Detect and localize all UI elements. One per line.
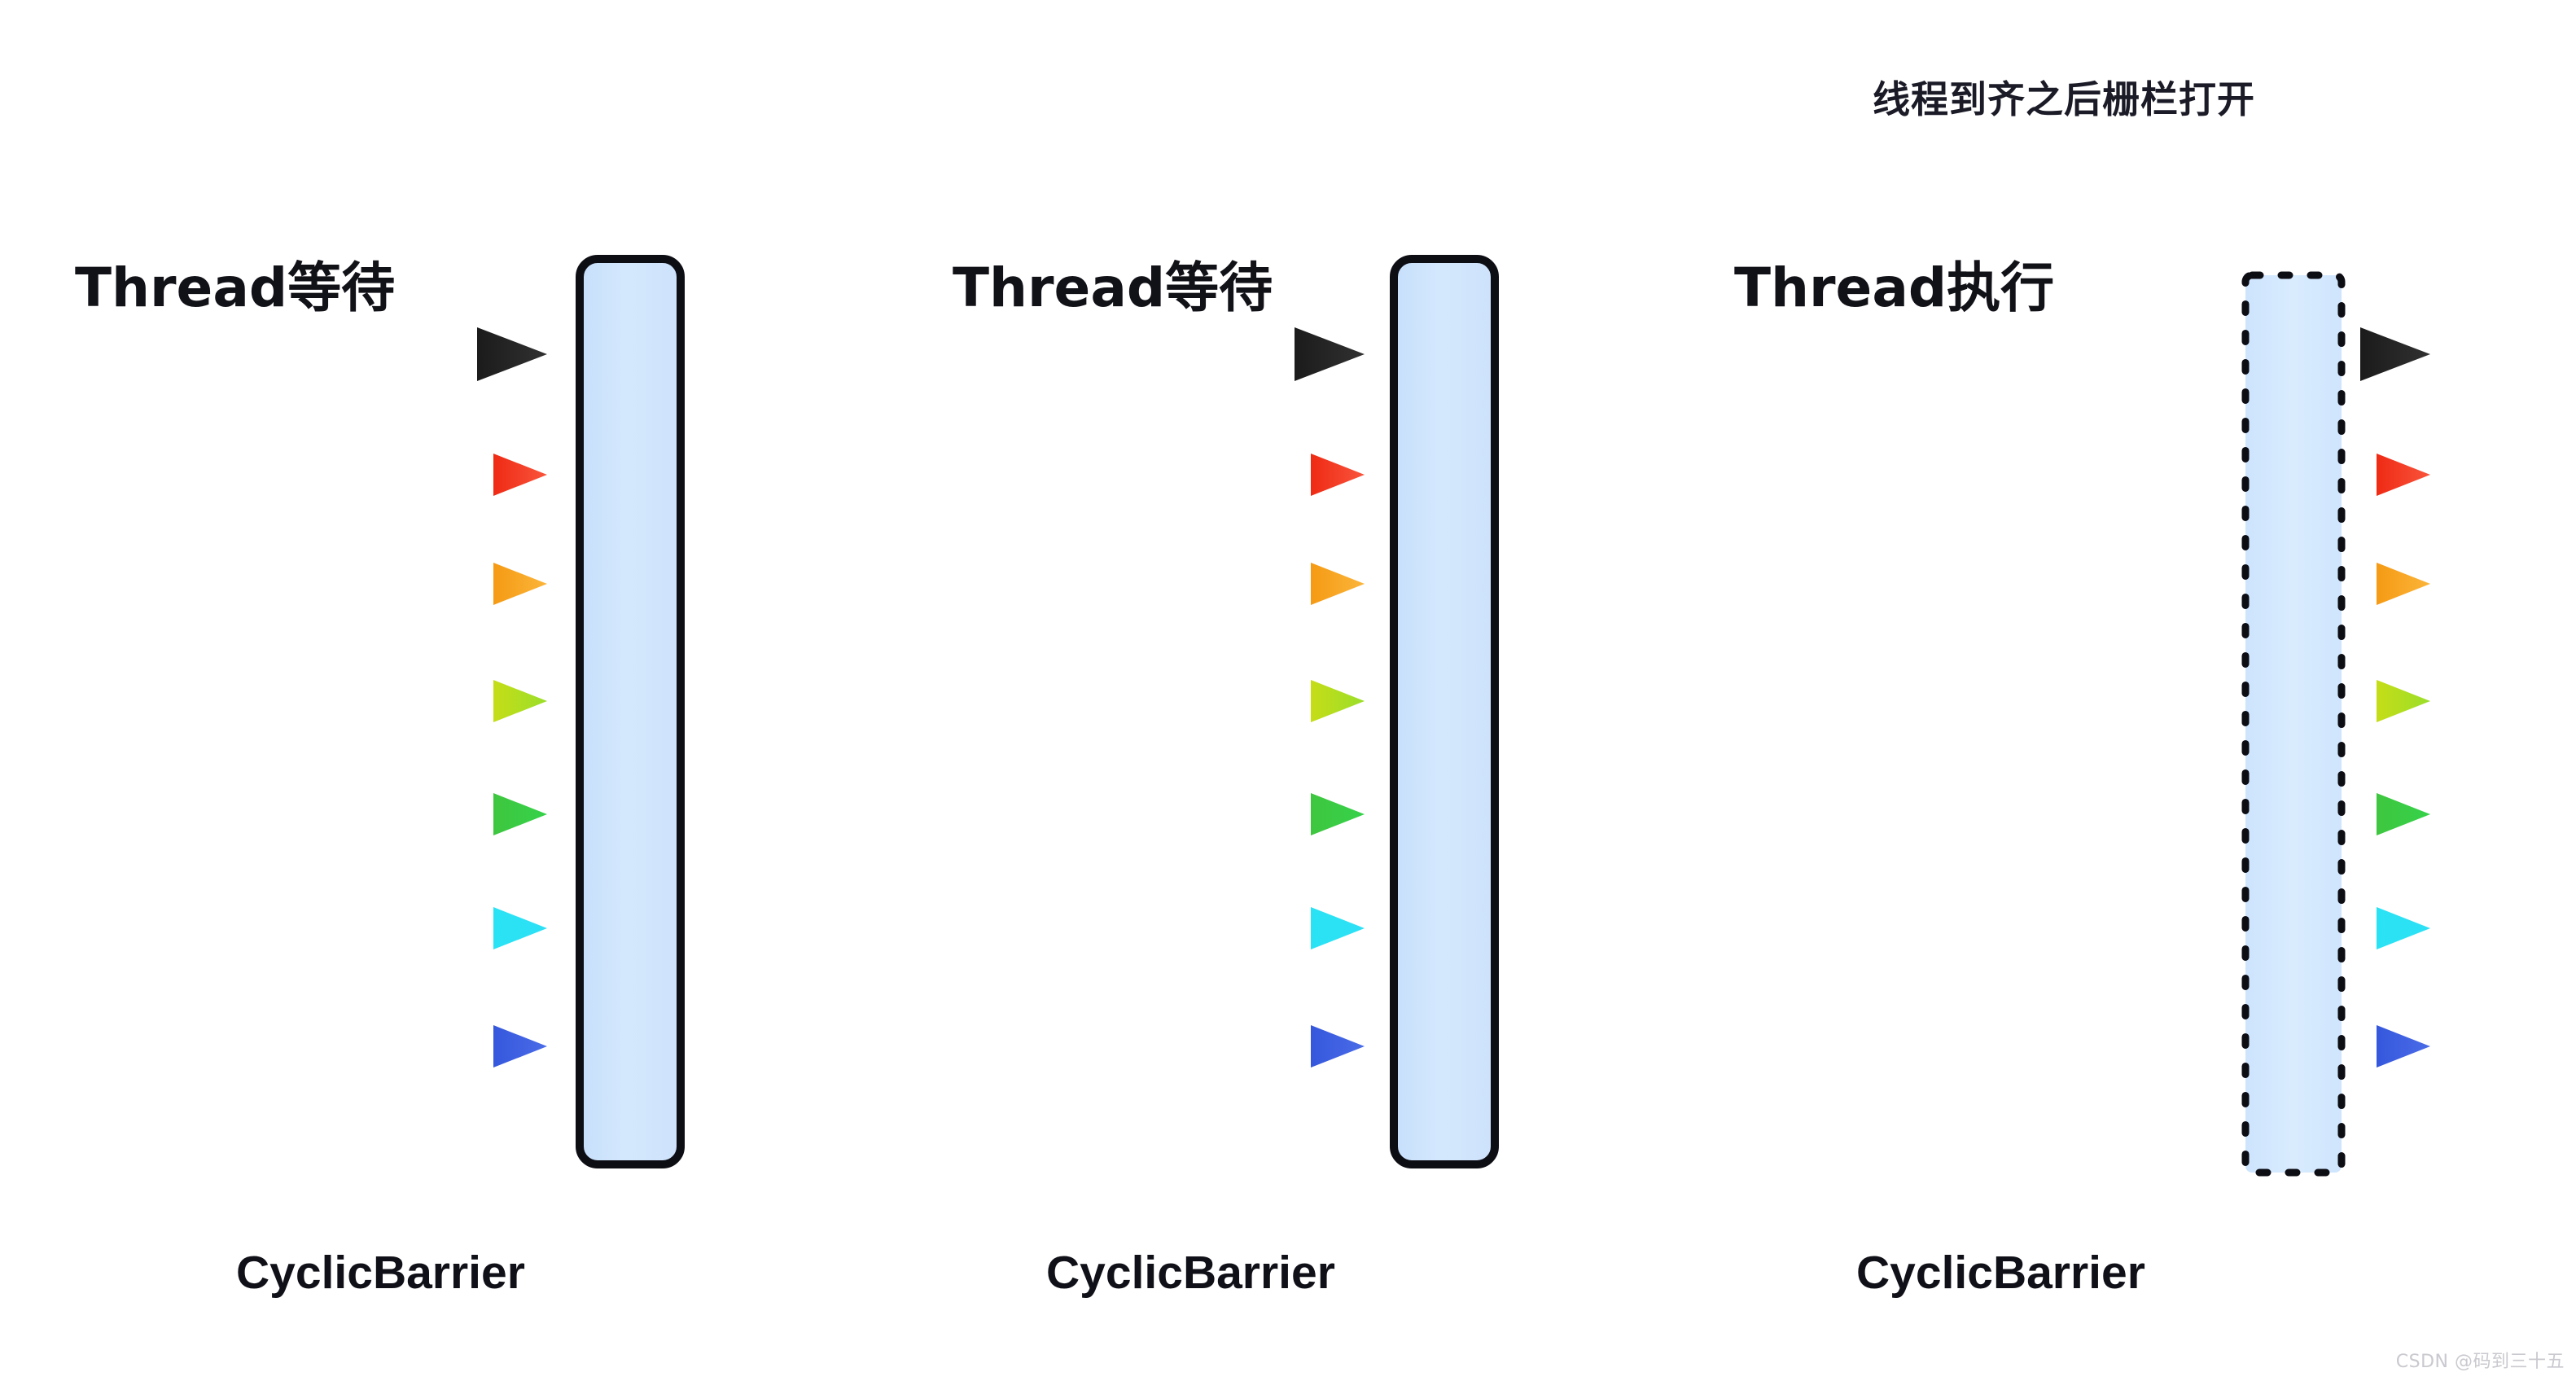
panel-1-title: Thread等待 xyxy=(75,256,396,319)
barrier-2-closed xyxy=(1390,255,1499,1168)
arrow-3-thread-6 xyxy=(1716,907,2430,949)
arrow-head xyxy=(493,793,547,835)
arrow-3-thread-1 xyxy=(1716,327,2430,381)
arrow-head xyxy=(2377,454,2430,496)
arrow-2-thread-4 xyxy=(910,680,1365,722)
arrow-1-thread-1 xyxy=(73,327,547,381)
arrow-1-thread-6 xyxy=(67,907,547,949)
arrow-head xyxy=(477,327,547,381)
arrow-head xyxy=(2360,327,2430,381)
barrier-group xyxy=(576,255,2346,1177)
arrow-head xyxy=(1311,563,1365,605)
arrow-head xyxy=(1311,454,1365,496)
arrow-2-thread-5 xyxy=(910,793,1365,835)
arrow-3-thread-7 xyxy=(1716,1025,2430,1068)
panel-2-title: Thread等待 xyxy=(953,256,1273,319)
panel-3-title: Thread执行 xyxy=(1734,256,2055,319)
arrow-head xyxy=(493,907,547,949)
arrow-3-thread-2 xyxy=(1716,454,2430,496)
arrow-head xyxy=(493,563,547,605)
arrow-head xyxy=(1295,327,1365,381)
arrow-head xyxy=(1311,1025,1365,1068)
arrow-2-thread-7 xyxy=(904,1025,1365,1068)
barrier-open-note: 线程到齐之后栅栏打开 xyxy=(1873,77,2255,121)
arrow-1-thread-2 xyxy=(73,454,547,496)
arrow-3-thread-5 xyxy=(1716,793,2430,835)
arrow-2-thread-2 xyxy=(910,454,1365,496)
arrow-head xyxy=(2377,1025,2430,1068)
arrow-head xyxy=(2377,563,2430,605)
csdn-watermark: CSDN @码到三十五 xyxy=(2395,1352,2565,1372)
arrow-head xyxy=(1311,680,1365,722)
barrier-1-closed xyxy=(576,255,685,1168)
arrow-3-thread-3 xyxy=(1716,563,2430,605)
barrier-3-open xyxy=(2241,271,2346,1177)
arrow-1-thread-3 xyxy=(73,563,547,605)
arrow-2-thread-6 xyxy=(910,907,1365,949)
arrow-1-thread-7 xyxy=(67,1025,547,1068)
arrow-head xyxy=(493,680,547,722)
arrow-head xyxy=(493,454,547,496)
arrow-2-thread-3 xyxy=(910,563,1365,605)
arrow-2-thread-1 xyxy=(910,327,1365,381)
panel-2-caption: CyclicBarrier xyxy=(1046,1247,1335,1299)
arrow-1-thread-5 xyxy=(67,793,547,835)
arrow-head xyxy=(1311,793,1365,835)
arrow-head xyxy=(2377,680,2430,722)
arrow-head xyxy=(2377,793,2430,835)
arrow-1-thread-4 xyxy=(73,680,547,722)
panel-1-caption: CyclicBarrier xyxy=(236,1247,525,1299)
arrow-3-thread-4 xyxy=(1716,680,2430,722)
arrow-head xyxy=(2377,907,2430,949)
arrow-head xyxy=(1311,907,1365,949)
panel-3-caption: CyclicBarrier xyxy=(1856,1247,2145,1299)
thread-arrow-group xyxy=(67,327,2430,1068)
arrow-head xyxy=(493,1025,547,1068)
